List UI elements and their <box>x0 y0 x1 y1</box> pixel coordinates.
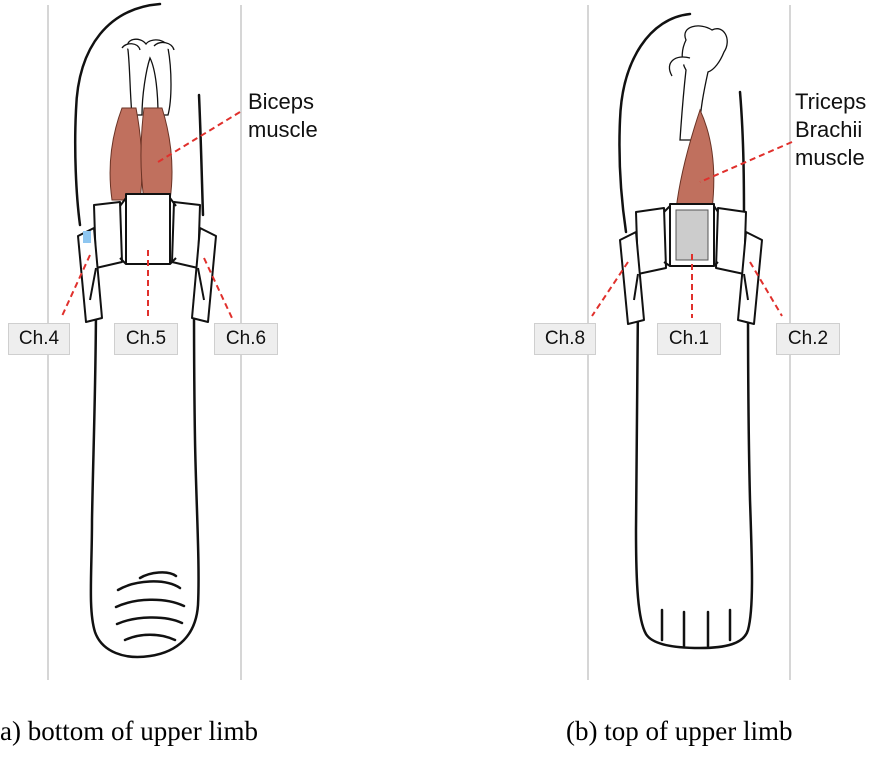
muscle-label-line: Triceps <box>795 88 866 116</box>
channel-label-ch2: Ch.2 <box>776 323 840 355</box>
arm-outline-upper-right <box>740 92 744 220</box>
channel-label-ch6: Ch.6 <box>214 323 278 355</box>
sensor-module-right <box>716 208 746 274</box>
sensor-module-left <box>94 202 122 268</box>
caption-panel-a: a) bottom of upper limb <box>0 716 258 747</box>
muscle-label-line: Brachii <box>795 116 866 144</box>
sensor-module-right <box>172 202 200 268</box>
muscle-label-triceps: Triceps Brachii muscle <box>795 88 866 172</box>
biceps-short-head <box>141 108 172 200</box>
channel-label-ch4: Ch.4 <box>8 323 70 355</box>
hand-fingers <box>662 610 730 646</box>
muscle-label-line: muscle <box>248 116 318 144</box>
sensor-module-left <box>636 208 666 274</box>
fist-thumb <box>140 572 176 578</box>
leader-line-triceps <box>700 142 792 182</box>
channel-label-ch8: Ch.8 <box>534 323 596 355</box>
muscle-label-line: Biceps <box>248 88 318 116</box>
caption-panel-b: (b) top of upper limb <box>566 716 792 747</box>
muscle-label-line: muscle <box>795 144 866 172</box>
panel-a-muscle <box>110 108 172 200</box>
arm-outline-upper-right <box>199 95 203 215</box>
humerus-head <box>127 39 171 115</box>
sensor-led <box>83 231 91 243</box>
channel-label-ch5: Ch.5 <box>114 323 178 355</box>
panel-a-bones <box>122 39 174 115</box>
channel-label-ch1: Ch.1 <box>657 323 721 355</box>
muscle-label-biceps: Biceps muscle <box>248 88 318 144</box>
fist-fingers <box>116 581 184 640</box>
biceps-long-head <box>110 108 142 200</box>
sensor-electrode-face <box>676 210 708 260</box>
